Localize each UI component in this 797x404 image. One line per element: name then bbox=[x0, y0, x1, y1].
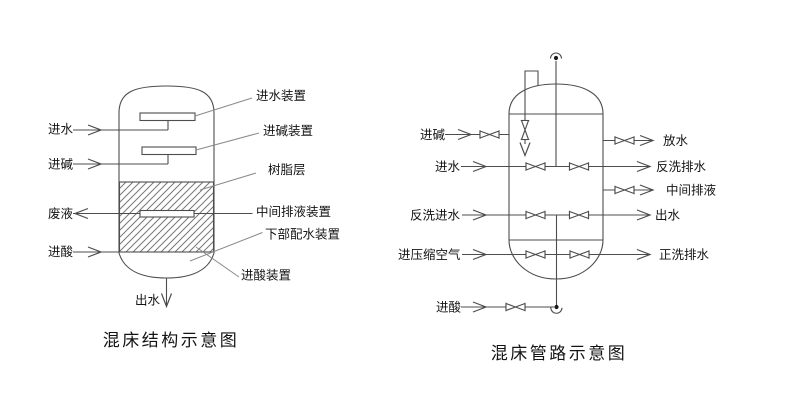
valve-icon bbox=[614, 185, 635, 195]
valve-icon bbox=[568, 161, 590, 172]
label-resin-layer: 树脂层 bbox=[268, 162, 306, 177]
vent-circle-icon bbox=[549, 52, 563, 61]
valve-icon bbox=[525, 249, 546, 260]
label-lower-distribution-device: 下部配水装置 bbox=[265, 227, 340, 242]
label-forward-wash-drain: 正洗排水 bbox=[659, 248, 710, 262]
label-drain-water: 放水 bbox=[663, 133, 689, 148]
label-alkali-in: 进碱 bbox=[420, 128, 446, 142]
water-inlet-pipe bbox=[73, 120, 169, 131]
valve-icon bbox=[569, 249, 590, 260]
alkali-gooseneck-pipe bbox=[524, 70, 539, 144]
alkali-inlet-pipe bbox=[73, 154, 169, 165]
label-acid-in: 进酸 bbox=[48, 244, 74, 259]
valve-icon bbox=[505, 302, 526, 312]
label-water-out: 出水 bbox=[135, 294, 161, 308]
piping-diagram-title: 混床管路示意图 bbox=[491, 344, 628, 363]
valve-icon bbox=[525, 210, 546, 220]
valve-icon bbox=[520, 119, 530, 141]
structure-diagram: 进水 进碱 废液 进酸 出水 进水装置 进碱装置 树脂层 中间排液装置 下部配水… bbox=[48, 85, 340, 350]
valve-icon bbox=[479, 129, 500, 140]
label-backwash-drain: 反洗排水 bbox=[656, 160, 707, 174]
label-alkali-inlet-device: 进碱装置 bbox=[263, 124, 313, 138]
label-water-inlet-device: 进水装置 bbox=[256, 89, 306, 103]
leader-resin-layer bbox=[199, 172, 257, 191]
drain-circle-icon bbox=[550, 304, 563, 314]
down-arrow-icon bbox=[519, 141, 531, 157]
leader-alkali-inlet-device bbox=[195, 132, 260, 151]
label-middle-drain: 中间排液 bbox=[666, 183, 717, 198]
label-water-out: 出水 bbox=[655, 209, 681, 223]
valve-icon bbox=[525, 161, 546, 172]
middle-drain-distributor-bar bbox=[139, 209, 195, 218]
valve-icon bbox=[568, 210, 590, 220]
valve-icon bbox=[614, 135, 635, 146]
label-water-in: 进水 bbox=[48, 123, 74, 137]
structure-diagram-title: 混床结构示意图 bbox=[103, 331, 240, 350]
leader-lower-distribution-device bbox=[189, 232, 263, 262]
leader-water-inlet-device bbox=[194, 97, 253, 117]
leader-acid-inlet-device bbox=[195, 246, 240, 278]
piping-diagram: 进碱 进水 反洗进水 进压缩空气 进酸 放水 反洗排水 中间排液 出水 正洗排水… bbox=[398, 52, 717, 363]
label-alkali-in: 进碱 bbox=[48, 158, 74, 172]
label-water-in: 进水 bbox=[435, 160, 461, 174]
alkali-inlet-distributor-bar bbox=[141, 146, 197, 156]
label-middle-drain-device: 中间排液装置 bbox=[256, 204, 331, 219]
label-waste-liquid: 废液 bbox=[48, 206, 74, 221]
label-compressed-air-in: 进压缩空气 bbox=[398, 247, 461, 262]
label-backwash-in: 反洗进水 bbox=[410, 209, 461, 223]
label-acid-in: 进酸 bbox=[436, 300, 462, 315]
water-inlet-distributor-bar bbox=[139, 112, 196, 122]
label-acid-inlet-device: 进酸装置 bbox=[241, 268, 291, 283]
